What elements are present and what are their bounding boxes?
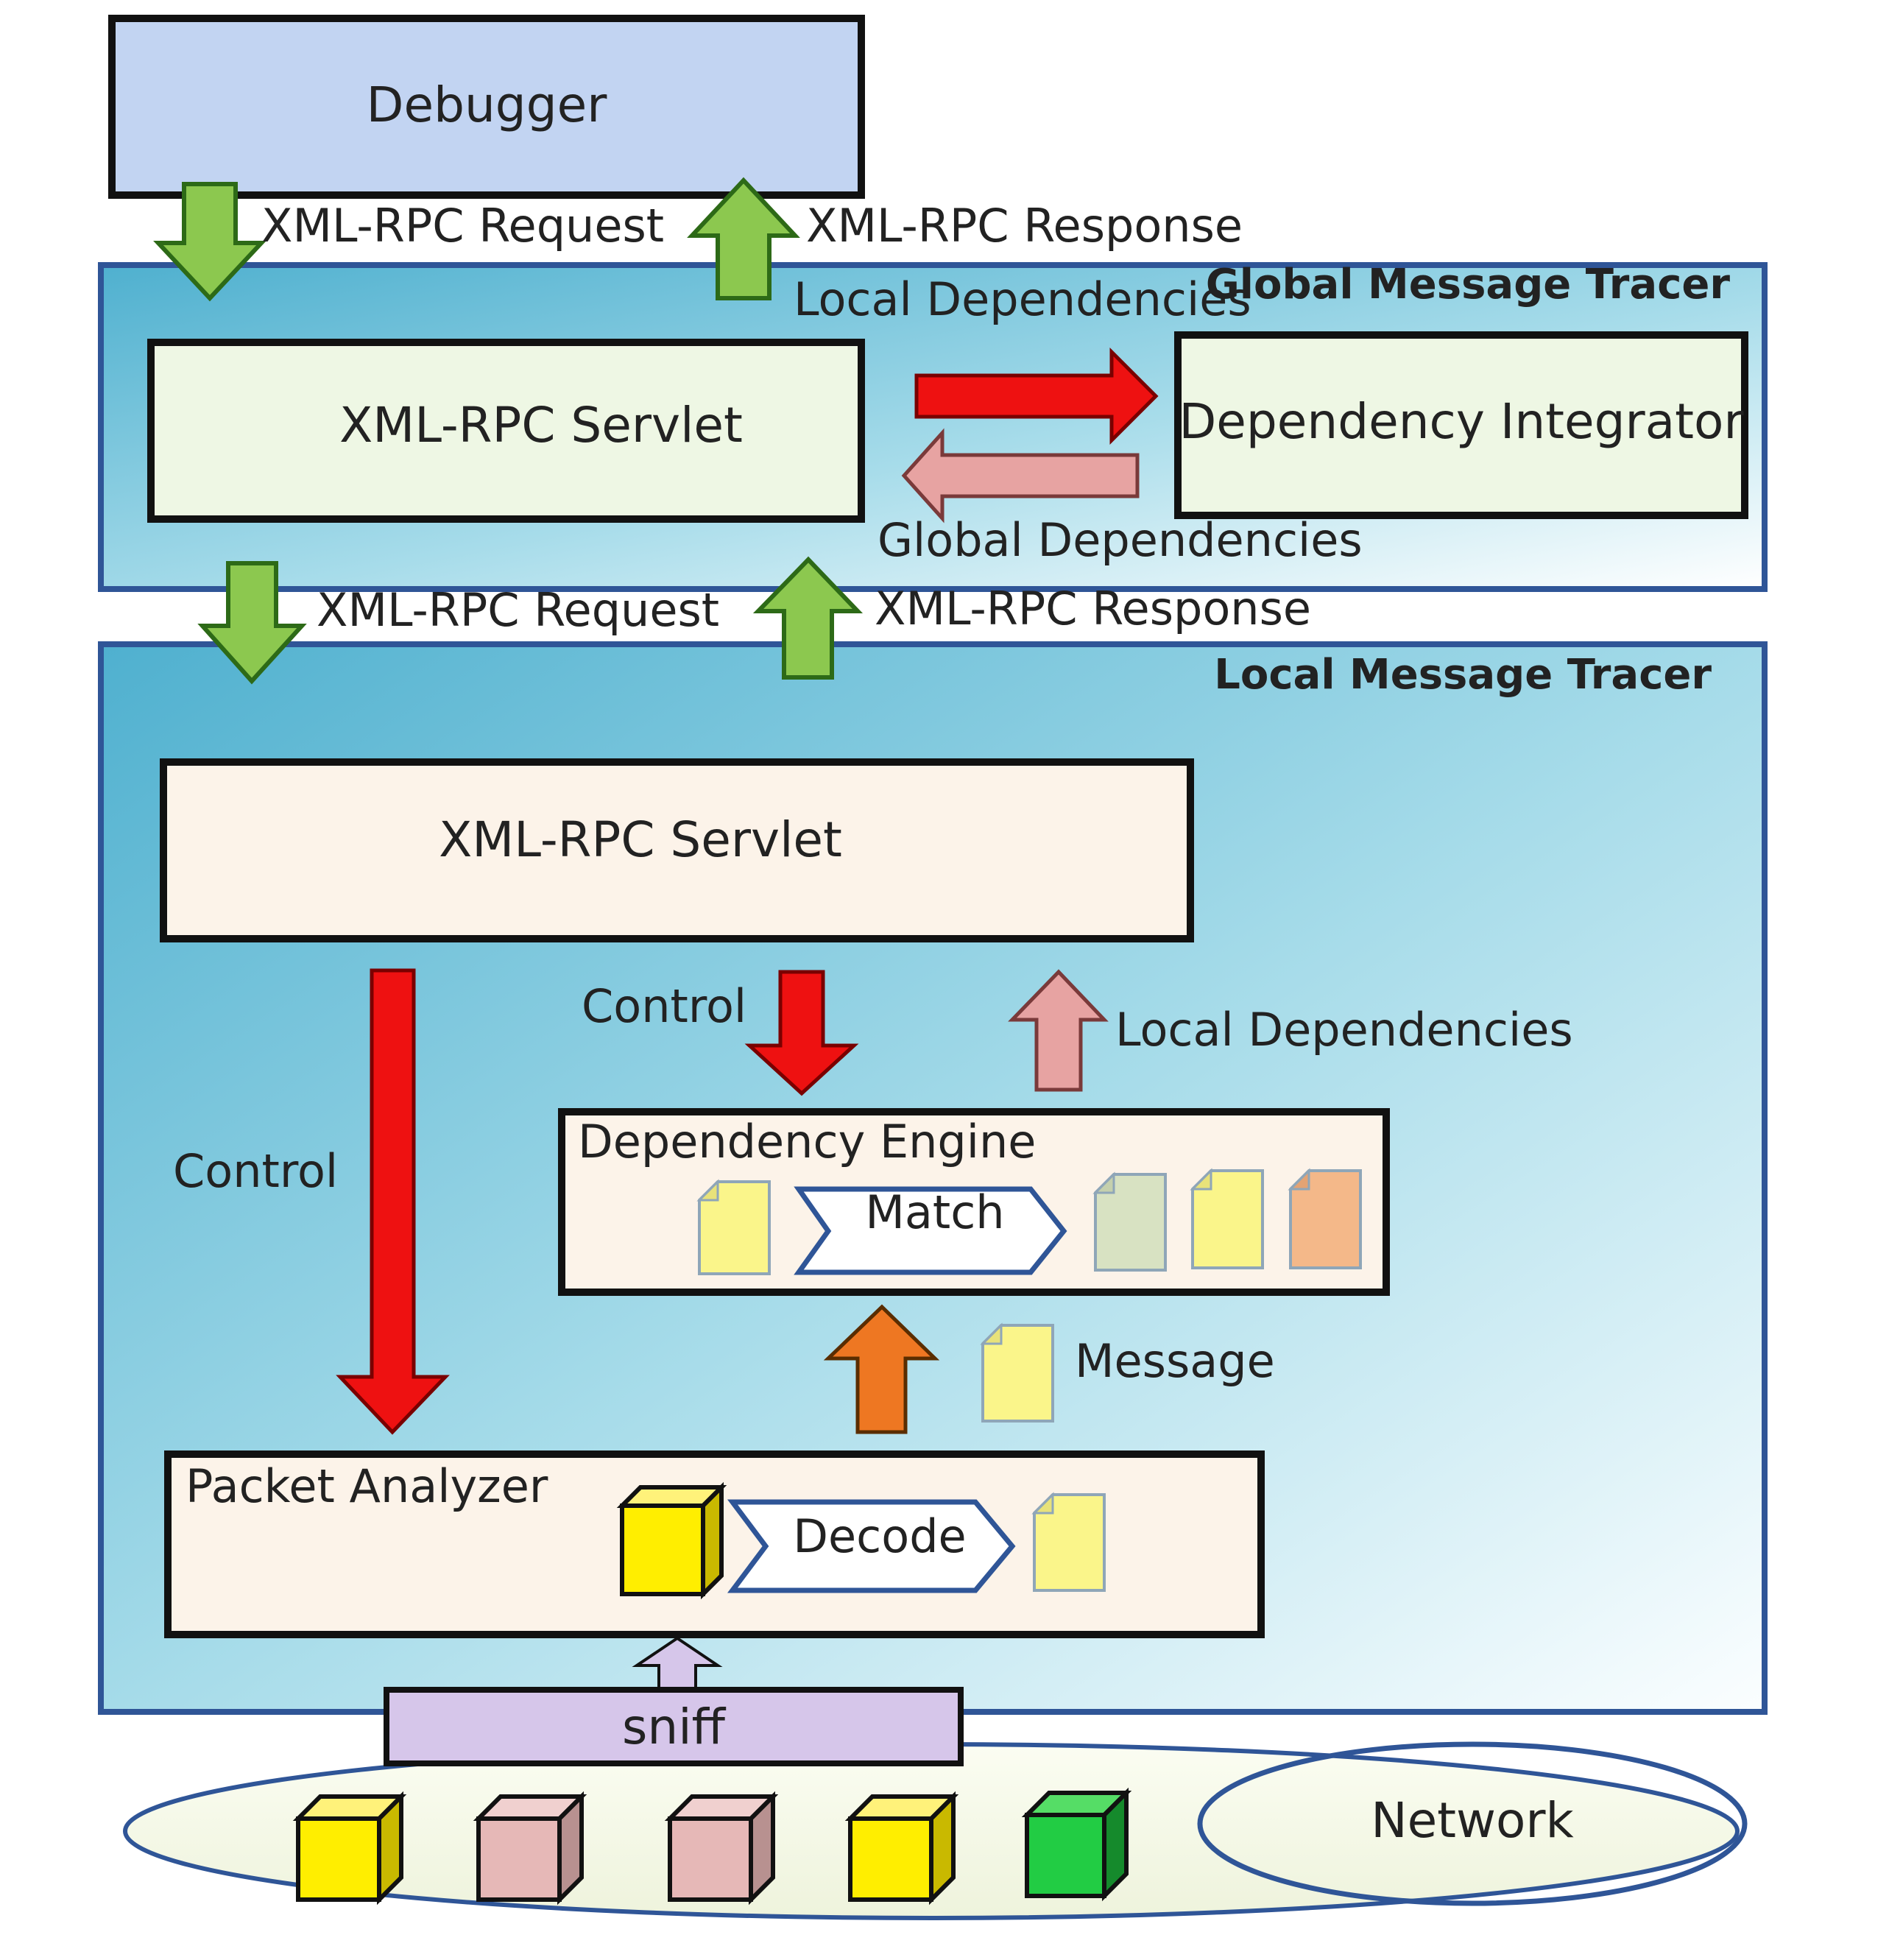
sniff-label: sniff	[622, 1699, 727, 1755]
message-up-arrow	[823, 1304, 940, 1434]
xml-rpc-request-down-arrow	[153, 182, 266, 302]
decoded-document-fold	[1031, 1492, 1054, 1515]
local-dependencies-right-arrow	[914, 347, 1159, 445]
global-local-dependencies-label: Local Dependencies	[794, 272, 1251, 326]
mid-response-up-arrow	[752, 556, 864, 680]
xml-rpc-response-up-arrow	[687, 177, 800, 300]
engine-output-document-yellow-fold	[1190, 1168, 1212, 1191]
packet-analyzer-label: Packet Analyzer	[186, 1459, 548, 1513]
network-packet-cube-5	[1021, 1787, 1132, 1902]
local-dependencies-label: Local Dependencies	[1115, 1003, 1573, 1057]
control-label-right: Control	[582, 979, 746, 1033]
global-tracer-title: Global Message Tracer	[1206, 261, 1731, 309]
decode-step-label: Decode	[793, 1509, 966, 1563]
dependency-engine-label: Dependency Engine	[578, 1115, 1036, 1168]
sniff-bar: sniff	[384, 1687, 964, 1766]
network-packet-cube-3	[664, 1791, 779, 1906]
match-step-chevron	[794, 1186, 1067, 1275]
dependency-integrator-label: Dependency Integrator	[1179, 393, 1744, 450]
message-document-fold	[980, 1322, 1003, 1345]
control-down-arrow-long	[336, 968, 450, 1435]
sniff-up-arrow	[632, 1636, 723, 1691]
local-xml-rpc-servlet: XML-RPC Servlet	[160, 758, 1194, 942]
message-label: Message	[1075, 1334, 1275, 1388]
global-dependencies-left-arrow	[901, 428, 1140, 524]
engine-output-document-orange-fold	[1288, 1168, 1310, 1191]
control-label-left: Control	[173, 1144, 338, 1198]
control-down-arrow-short	[744, 970, 859, 1096]
top-response-label: XML-RPC Response	[806, 199, 1243, 253]
global-xml-rpc-servlet: XML-RPC Servlet	[147, 339, 865, 523]
local-dependencies-up-arrow	[1008, 969, 1109, 1092]
network-packet-cube-2	[473, 1791, 587, 1906]
local-tracer-title: Local Message Tracer	[1214, 651, 1712, 699]
debugger-box: Debugger	[108, 15, 865, 199]
mid-response-label: XML-RPC Response	[875, 582, 1311, 635]
engine-input-document-fold	[696, 1179, 719, 1202]
mid-request-label: XML-RPC Request	[317, 583, 719, 637]
match-step-label: Match	[865, 1185, 1004, 1239]
packet-cube-icon	[616, 1481, 727, 1600]
global-dependencies-label: Global Dependencies	[878, 513, 1363, 567]
local-servlet-label: XML-RPC Servlet	[439, 811, 842, 868]
dependency-integrator: Dependency Integrator	[1174, 331, 1748, 519]
debugger-label: Debugger	[367, 77, 608, 133]
global-servlet-label: XML-RPC Servlet	[339, 397, 743, 454]
network-packet-cube-4	[844, 1791, 959, 1906]
top-request-label: XML-RPC Request	[261, 199, 664, 253]
mid-request-down-arrow	[197, 561, 307, 685]
decode-step-chevron	[727, 1499, 1016, 1593]
engine-output-document-green-fold	[1092, 1171, 1115, 1194]
network-label: Network	[1371, 1792, 1574, 1849]
network-packet-cube-1	[292, 1791, 407, 1906]
